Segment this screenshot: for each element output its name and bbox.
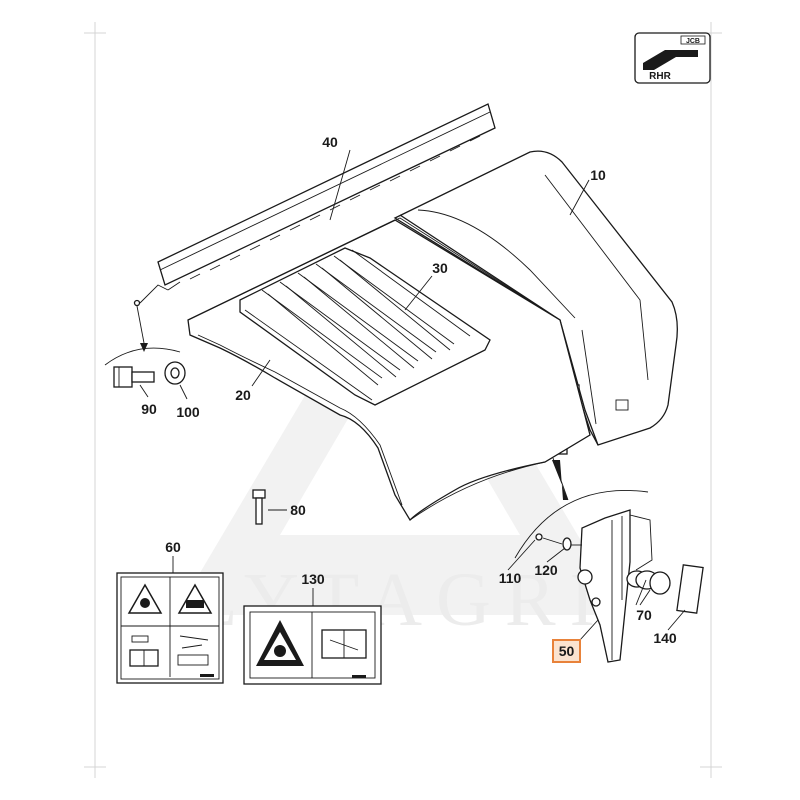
callout-100: 100 <box>176 404 200 420</box>
highlight-50-box <box>552 639 581 663</box>
callout-10: 10 <box>590 167 606 183</box>
callout-40: 40 <box>322 134 338 150</box>
callout-20: 20 <box>235 387 251 403</box>
fastener-detail <box>104 305 186 388</box>
part-70-lock <box>626 570 671 606</box>
part-110-washer <box>535 533 543 541</box>
leader-lines <box>139 149 686 641</box>
orientation-label: RHR <box>649 71 671 82</box>
part-130-decal <box>243 605 382 685</box>
callout-120: 120 <box>534 562 558 578</box>
part-50-latch <box>577 509 653 663</box>
callout-110: 110 <box>499 570 522 586</box>
latch-detail <box>514 457 704 663</box>
callout-60: 60 <box>165 539 181 555</box>
part-120-washer <box>562 537 572 551</box>
orientation-arrow-icon <box>643 50 698 70</box>
part-80-bolt <box>252 489 266 525</box>
part-90-bolt <box>113 366 155 388</box>
brand-logo: JCB <box>686 38 700 45</box>
orientation-badge: JCB RHR <box>634 32 711 84</box>
callout-80: 80 <box>290 502 306 518</box>
part-60-decal <box>116 572 224 684</box>
part-140-plate <box>676 564 704 614</box>
callout-labels: 40 10 30 20 90 100 80 60 130 110 120 70 … <box>141 134 677 646</box>
page-frame <box>84 22 722 778</box>
callout-140: 140 <box>653 630 677 646</box>
callout-90: 90 <box>141 401 157 417</box>
part-40-strip <box>133 103 496 307</box>
callout-30: 30 <box>432 260 448 276</box>
highlight-50[interactable]: 50 <box>552 639 581 663</box>
callout-70: 70 <box>636 607 652 623</box>
part-30-louvre <box>239 247 491 406</box>
callout-130: 130 <box>301 571 325 587</box>
part-100-washer <box>164 361 186 385</box>
callout-50: 50 <box>559 643 575 659</box>
